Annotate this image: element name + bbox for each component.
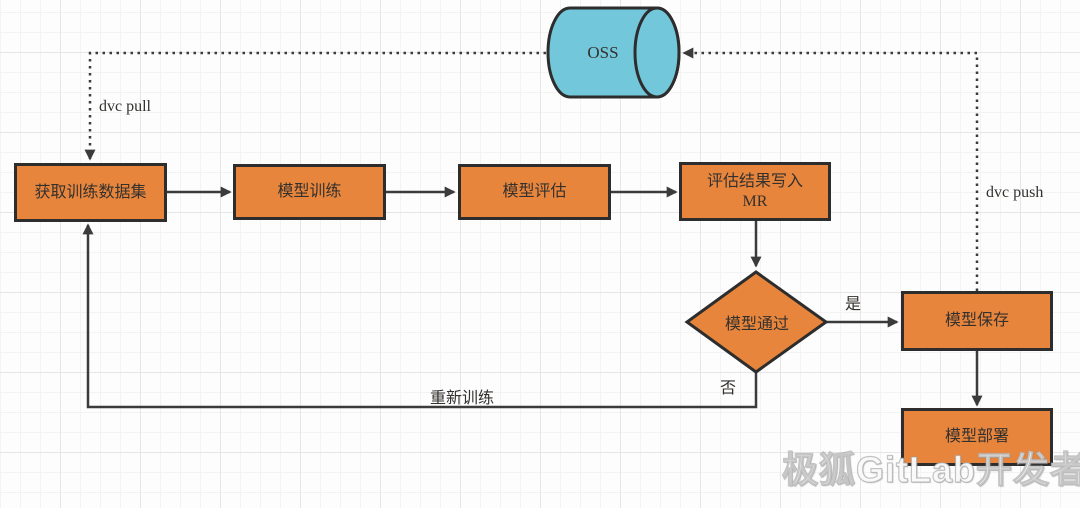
decision-diamond-shape bbox=[684, 270, 829, 374]
edge-dvc-push-save-to-oss bbox=[682, 47, 979, 291]
node-get-dataset: 获取训练数据集 bbox=[14, 163, 167, 222]
node-oss-label: OSS bbox=[587, 43, 619, 62]
node-deploy: 模型部署 bbox=[901, 408, 1053, 466]
node-write-mr-line1: 评估结果写入 bbox=[706, 172, 803, 190]
node-write-mr-line2: MR bbox=[742, 192, 768, 210]
node-decision-label: 模型通过 bbox=[724, 316, 789, 333]
node-evaluate: 模型评估 bbox=[458, 164, 611, 220]
label-yes: 是 bbox=[845, 296, 862, 313]
oss-cylinder-face bbox=[633, 6, 681, 99]
label-dvc-push: dvc push bbox=[986, 184, 1044, 201]
label-no: 否 bbox=[720, 380, 737, 397]
node-train: 模型训练 bbox=[233, 164, 386, 220]
edge-dvc-pull-oss-to-getdataset bbox=[84, 51, 546, 161]
label-dvc-pull: dvc pull bbox=[99, 98, 151, 115]
label-retrain: 重新训练 bbox=[430, 390, 495, 407]
node-save: 模型保存 bbox=[901, 291, 1053, 351]
edge-decision-no-retrain-loop bbox=[82, 223, 758, 409]
node-write-mr: 评估结果写入 MR bbox=[679, 162, 831, 221]
